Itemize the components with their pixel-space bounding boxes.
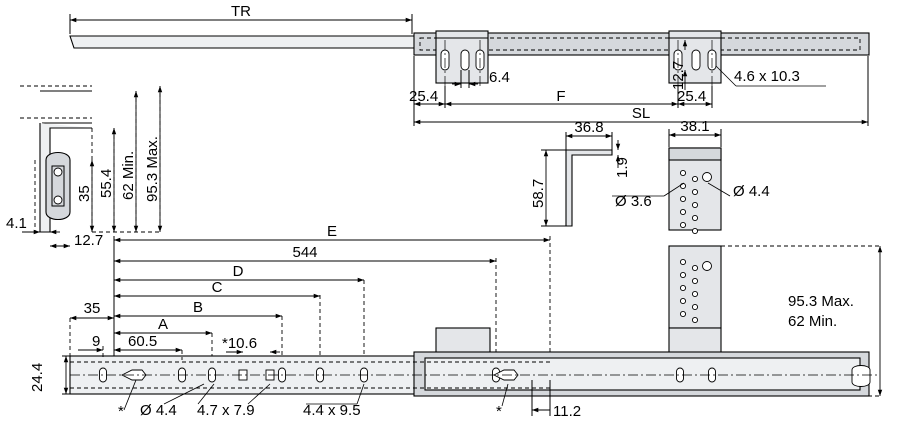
dim-95-3-side: 95.3 Max. xyxy=(144,136,161,202)
vertical-bracket-upper: 38.1 Ø 3.6 Ø 4.4 xyxy=(612,118,770,235)
bracket-hole-large xyxy=(702,172,712,182)
dim-25-4-right: 25.4 xyxy=(677,88,706,105)
dim-c: C xyxy=(212,279,223,296)
dim-f: F xyxy=(556,88,565,105)
vertical-bracket-lower xyxy=(668,245,722,329)
bracket-hole xyxy=(679,169,687,177)
dim-sl: SL xyxy=(632,105,650,122)
dim-e: E xyxy=(327,223,337,240)
top-left-bracket xyxy=(435,30,489,86)
bracket-hole xyxy=(679,208,687,216)
dim-55-4-side: 55.4 xyxy=(98,169,115,198)
dim-24-4: 24.4 xyxy=(29,363,46,392)
dim-3-6: Ø 3.6 xyxy=(615,193,652,210)
dim-a: A xyxy=(158,316,168,333)
angle-bracket: 36.8 58.7 1.9 xyxy=(530,119,631,227)
dim-slot-top: 4.6 x 10.3 xyxy=(734,68,800,85)
bracket-hole xyxy=(679,258,687,266)
dim-d: D xyxy=(233,263,244,280)
bracket-hole-large xyxy=(702,261,712,271)
main-view: E 544 D C B 35 A 9 60.5 *10.6 24.4 xyxy=(29,223,883,420)
dim-60-5: 60.5 xyxy=(128,333,157,350)
bracket-hole xyxy=(679,271,687,279)
bracket-hole xyxy=(691,303,699,311)
dim-9: 9 xyxy=(92,333,100,350)
dim-36-8: 36.8 xyxy=(574,119,603,136)
bracket-hole xyxy=(679,297,687,305)
bracket-hole xyxy=(691,316,699,324)
height-min: 62 Min. xyxy=(788,313,837,330)
bracket-hole xyxy=(679,284,687,292)
bracket-hole xyxy=(679,221,687,229)
dim-6-4: 6.4 xyxy=(489,69,510,86)
dim-tr: TR xyxy=(231,3,251,20)
dim-10-6: *10.6 xyxy=(222,335,257,352)
dim-4-4-bracket: Ø 4.4 xyxy=(733,183,770,200)
top-right-bracket xyxy=(668,30,722,86)
bracket-hole xyxy=(691,188,699,196)
top-outer-rail xyxy=(413,32,870,56)
bracket-hole xyxy=(691,214,699,222)
side-profile-rail xyxy=(45,151,71,221)
bracket-hole xyxy=(679,195,687,203)
bracket-hole xyxy=(691,277,699,285)
dim-1-9: 1.9 xyxy=(614,157,631,178)
dim-4-1-side: 4.1 xyxy=(6,215,27,232)
dim-slot-4-7: 4.7 x 7.9 xyxy=(197,402,255,419)
dim-11-2: 11.2 xyxy=(553,403,581,420)
dim-62-side: 62 Min. xyxy=(120,151,137,200)
dim-b: B xyxy=(193,299,203,316)
dim-12-7-side: 12.7 xyxy=(74,232,103,249)
dim-35-side: 35 xyxy=(76,185,93,202)
dim-slot-4-4: 4.4 x 9.5 xyxy=(303,402,361,419)
top-view: TR 25.4 F 25.4 SL 6.4 12.7 4.6 x 10.3 xyxy=(69,3,870,126)
bracket-hole xyxy=(691,175,699,183)
dim-58-7: 58.7 xyxy=(530,179,547,208)
bracket-hole xyxy=(691,201,699,209)
bracket-hole xyxy=(679,310,687,318)
dim-38-1: 38.1 xyxy=(680,118,709,135)
bracket-hole xyxy=(691,227,699,235)
note-asterisk-right: * xyxy=(496,403,502,420)
dim-12-7-top: 12.7 xyxy=(670,61,687,90)
dim-hole-4-4: Ø 4.4 xyxy=(140,402,177,419)
bracket-hole xyxy=(679,182,687,190)
note-asterisk-left: * xyxy=(118,403,124,420)
dim-544: 544 xyxy=(292,244,317,261)
top-rail-hidden-edge xyxy=(419,37,861,51)
height-max: 95.3 Max. xyxy=(788,293,854,310)
side-profile: 95.3 Max. 62 Min. 55.4 35 4.1 12.7 xyxy=(6,85,163,249)
bracket-hole xyxy=(691,290,699,298)
dim-25-4-left: 25.4 xyxy=(409,88,438,105)
bracket-hole xyxy=(691,264,699,272)
dim-35-main: 35 xyxy=(84,300,101,317)
